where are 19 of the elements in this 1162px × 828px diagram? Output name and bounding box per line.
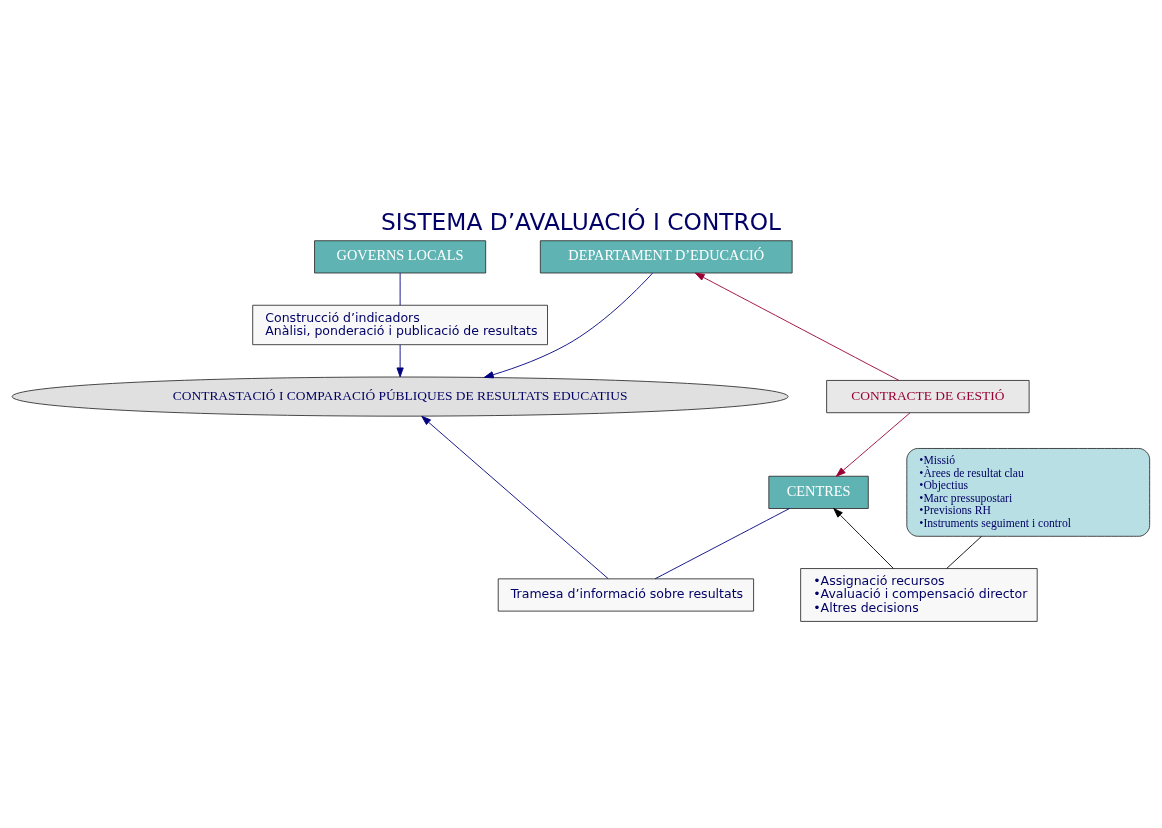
arrow: [835, 411, 911, 477]
connector: [654, 507, 790, 579]
node-box: DEPARTAMENT D’EDUCACIÓ: [539, 239, 793, 273]
node-box: GOVERNS LOCALS: [314, 239, 487, 273]
arrow: [396, 344, 404, 377]
connector: [399, 272, 401, 306]
node-box: CENTRES: [768, 475, 869, 509]
node-box: Tramesa d’informació sobre resultats: [497, 577, 755, 612]
arrow: [483, 272, 654, 378]
node-box: •Missió •Àrees de resultat clau •Objectius •Marc pressupostari •Previsions RH •Instruments seguiment i control: [906, 447, 1151, 537]
node-box: CONTRACTE DE GESTIÓ: [826, 379, 1030, 413]
arrow: [694, 272, 900, 381]
node-ellipse: CONTRASTACIÓ I COMPARACIÓ PÚBLIQUES DE RESULTATS EDUCATIUS: [11, 376, 789, 417]
diagram-title: SISTEMA D’AVALUACIÓ I CONTROL: [380, 207, 782, 235]
node-box: •Assignació recursos •Avaluació i compensació director •Altres decisions: [800, 567, 1038, 622]
node-box: Construcció d’indicadors Anàlisi, ponderació i publicació de resultats: [252, 304, 548, 345]
arrow: [421, 415, 609, 579]
arrow: [833, 507, 894, 569]
connector: [946, 535, 983, 569]
